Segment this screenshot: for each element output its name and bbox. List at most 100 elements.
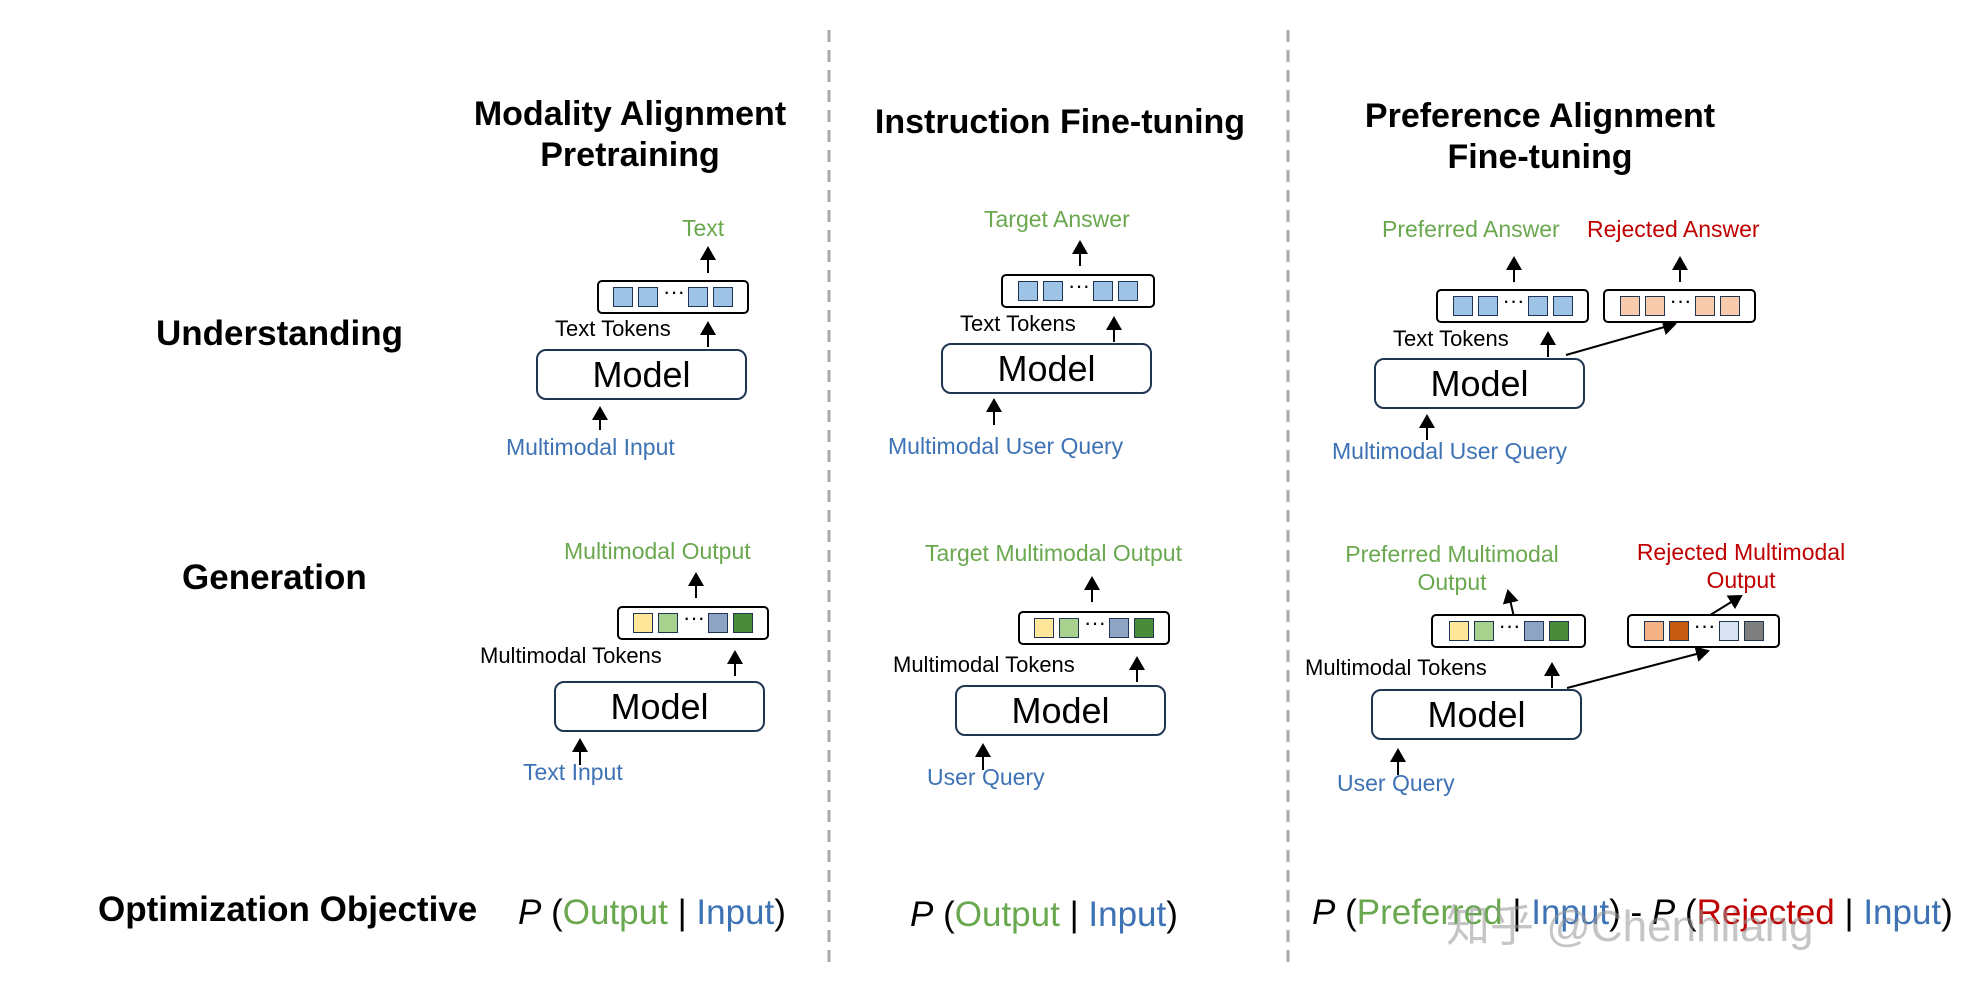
ellipsis: ··· [663,279,685,304]
probability-symbol: P [910,895,934,934]
objective-formula: P (Preferred | Input) - P (Rejected | In… [1312,893,1953,933]
conditional-bar: | [1512,893,1522,932]
input-label: Text Input [523,759,623,785]
token [658,613,678,633]
ellipsis: ··· [1068,273,1090,298]
rejected-token-sequence: ··· [1627,614,1780,648]
model-box: Model [941,343,1152,394]
open-paren: ( [943,895,955,934]
minus-sign: - [1630,893,1643,932]
token-sequence: ··· [1001,274,1155,308]
token [1452,296,1473,316]
input-label: User Query [1337,770,1455,796]
output-label: Multimodal Output [564,538,751,564]
probability-symbol: P [1651,893,1676,932]
arrow [1566,646,1710,689]
token [1043,281,1063,301]
model-box: Model [1374,358,1585,409]
token [1093,281,1113,301]
token [1619,296,1640,316]
col1-title-line1: Modality Alignment [473,95,787,133]
token [1718,621,1739,641]
output-term: Output [954,895,1060,934]
preferred-term: Preferred [1356,893,1503,932]
objective-formula: P (Output | Input) [910,895,1178,935]
model-box: Model [554,681,765,732]
input-label: Multimodal Input [506,434,675,460]
token [1059,618,1079,638]
token [688,287,708,307]
probability-symbol: P [518,893,542,932]
token [1643,621,1664,641]
token-sequence: ··· [1436,289,1589,323]
model-box: Model [1371,689,1582,740]
close-paren: ) [1941,893,1953,932]
output-label: Target Multimodal Output [925,540,1182,566]
open-paren: ( [1684,893,1697,932]
token [1134,618,1154,638]
col3-title-line2: Fine-tuning [1447,138,1633,176]
token [1743,621,1764,641]
tokens-label: Text Tokens [555,316,671,341]
rejected-output-label: Rejected Answer [1587,216,1760,242]
token [1473,621,1494,641]
row-label-understanding: Understanding [156,314,403,353]
rejected-term: Rejected [1696,893,1835,932]
output-label: Text [682,215,725,241]
input-label: Multimodal User Query [1332,438,1568,464]
token [1694,296,1715,316]
token [733,613,753,633]
open-paren: ( [551,893,563,932]
model-box: Model [536,349,747,400]
objective-formula: P (Output | Input) [518,893,786,933]
token [613,287,633,307]
token [1719,296,1740,316]
col3-title: Preference Alignment Fine-tuning [1330,96,1750,178]
row-label-objective: Optimization Objective [98,890,478,929]
row-label-generation: Generation [182,558,367,597]
ellipsis: ··· [1498,613,1521,638]
col2-title-text: Instruction Fine-tuning [874,103,1246,141]
tokens-label: Text Tokens [960,311,1076,336]
close-paren: ) [774,893,786,932]
input-term: Input [1863,893,1942,932]
arrow [1502,589,1519,618]
token [1118,281,1138,301]
preferred-output-label: Preferred Answer [1382,216,1560,242]
tokens-label: Multimodal Tokens [480,643,662,668]
token [1548,621,1569,641]
watermark: 知乎 @Chenhliang [1446,902,1814,951]
ellipsis: ··· [1669,288,1692,313]
output-term: Output [562,893,668,932]
preferred-output-label: Preferred Multimodal Output [1336,540,1568,596]
close-paren: ) [1166,895,1178,934]
conditional-bar: | [1069,895,1079,934]
rejected-output-line2: Output [1706,567,1776,593]
col3-title-line1: Preference Alignment [1364,97,1716,135]
token [1668,621,1689,641]
input-label: User Query [927,764,1045,790]
token [1477,296,1498,316]
input-label: Multimodal User Query [888,433,1124,459]
input-term: Input [696,893,775,932]
model-box: Model [955,685,1166,736]
token [1034,618,1054,638]
token-sequence: ··· [597,280,749,314]
token [638,287,658,307]
open-paren: ( [1345,893,1357,932]
token [708,613,728,633]
conditional-bar: | [677,893,687,932]
token [1527,296,1548,316]
ellipsis: ··· [683,605,705,630]
ellipsis: ··· [1502,288,1525,313]
input-term: Input [1531,893,1610,932]
token [1552,296,1573,316]
token-sequence: ··· [617,606,769,640]
output-label: Target Answer [984,206,1130,232]
preferred-output-line1: Preferred Multimodal [1345,541,1559,567]
col2-title: Instruction Fine-tuning [850,102,1270,143]
arrow [1706,594,1743,618]
token [633,613,653,633]
